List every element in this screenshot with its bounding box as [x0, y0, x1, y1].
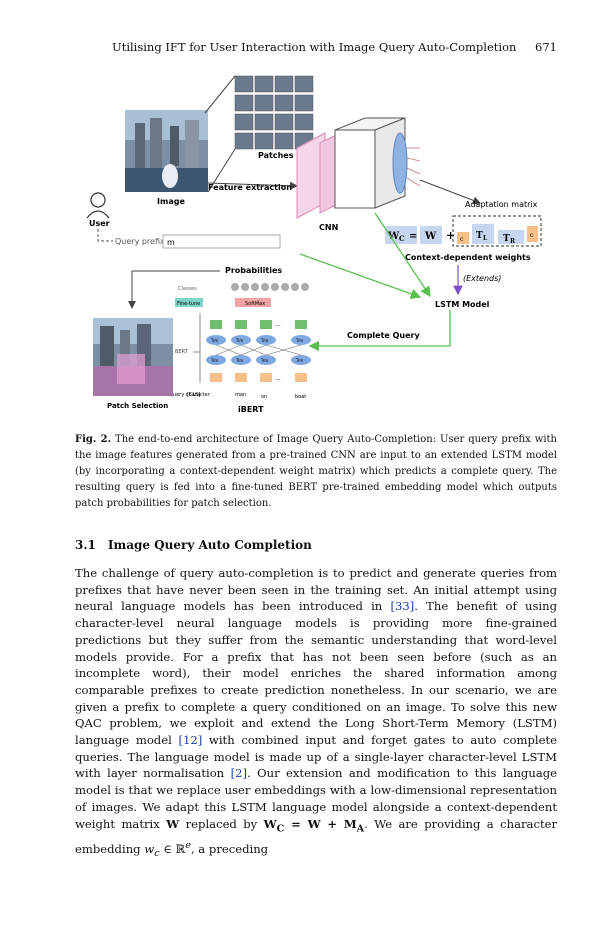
equals-sign: = — [409, 231, 417, 242]
symbol-e-sup: e — [185, 839, 191, 851]
wc-subscript: C — [399, 234, 405, 243]
softmax-label: SoftMax — [245, 301, 265, 307]
w-box — [420, 226, 442, 244]
complete-query-label: Complete Query — [347, 331, 421, 340]
context-dependent-label: Context-dependent weights — [405, 253, 531, 262]
trm-label-2: Trm — [235, 338, 243, 343]
classes-label: Classes — [178, 286, 197, 292]
image-label: Image — [157, 197, 185, 206]
token-cls: [CLS] — [187, 392, 200, 398]
ibert-label: iBERT — [238, 405, 264, 414]
token-man: man — [235, 392, 246, 398]
c-left-box — [457, 232, 469, 244]
plus-sign: + — [446, 229, 455, 242]
w-symbol: W — [424, 231, 437, 242]
tr-symbol: T — [503, 234, 510, 244]
citation-12[interactable]: [12] — [178, 733, 203, 748]
query-character-label: Query character — [169, 392, 211, 398]
trm-label-1: Trm — [210, 338, 218, 343]
patch-selection-label: Patch Selection — [107, 402, 168, 410]
query-prefix-value: m — [167, 238, 175, 247]
body-text-3: with combined input and forget gates to … — [75, 733, 557, 781]
trm-label-8: Trm — [295, 358, 303, 363]
body-text-1: The challenge of query auto-completion i… — [75, 566, 557, 614]
adaptation-matrix-box — [452, 215, 542, 247]
caption-label: Fig. 2. — [75, 434, 112, 445]
input-image — [125, 110, 208, 192]
cnn-label: CNN — [319, 223, 338, 232]
running-header: Utilising IFT for User Interaction with … — [112, 40, 557, 54]
page-number: 671 — [535, 40, 557, 54]
body-text-6: . We are providing a character embedding — [75, 816, 558, 856]
running-title: Utilising IFT for User Interaction with … — [112, 40, 517, 54]
tl-symbol: T — [476, 231, 483, 241]
trm-label-4: Trm — [295, 338, 303, 343]
symbol-eq: = W + M — [284, 816, 357, 831]
tr-subscript: R — [510, 238, 516, 245]
probabilities-label: Probabilities — [225, 266, 282, 275]
bert-block: Classes Fine-tune SoftMax BERT Trm Trm T… — [175, 283, 311, 383]
patch-selection-image — [93, 318, 173, 396]
query-prefix-label: Query prefix: — [115, 237, 167, 246]
query-prefix-field — [162, 234, 281, 249]
trm-label-3: Trm — [260, 338, 268, 343]
trm-label-6: Trm — [235, 358, 243, 363]
trm-label-7: Trm — [260, 358, 268, 363]
token-boat: boat — [295, 394, 306, 400]
body-text-7: , a preceding — [190, 841, 269, 856]
symbol-wc-italic: w — [144, 841, 155, 856]
lstm-model-label: LSTM Model — [435, 300, 490, 309]
feature-extraction-label: Feature extraction — [208, 183, 292, 192]
symbol-wc-italic-sub: c — [154, 847, 160, 859]
tl-box — [472, 224, 494, 244]
token-on: on — [261, 394, 267, 400]
symbol-w: W — [166, 816, 180, 831]
wc-symbol: W — [387, 231, 400, 242]
ellipsis-bottom: ... — [275, 375, 281, 382]
symbol-wc: W — [263, 816, 277, 831]
body-text-5: replaced by — [179, 816, 264, 831]
body-text-2: . The benefit of using character-level n… — [75, 599, 557, 748]
ellipsis-top: ... — [275, 321, 281, 328]
c-left-label: c — [460, 236, 464, 243]
c-right-label: c — [530, 232, 534, 239]
bert-side-label: BERT — [175, 349, 189, 355]
body-paragraph: The challenge of query auto-completion i… — [75, 565, 557, 862]
tl-subscript: L — [483, 235, 488, 242]
user-label: User — [89, 219, 110, 228]
trm-label-5: Trm — [210, 358, 218, 363]
adaptation-matrix-label: Adaptation matrix — [465, 200, 538, 209]
cnn-block — [296, 117, 421, 219]
user-icon — [86, 192, 110, 219]
figure-caption: Fig. 2. The end-to-end architecture of I… — [75, 432, 557, 512]
architecture-figure: Image Patches Feature extraction CNN Ada… — [86, 75, 542, 414]
extends-label: (Extends) — [463, 274, 501, 283]
section-number: 3.1 — [75, 538, 96, 552]
patches-label: Patches — [258, 151, 294, 160]
section-heading: 3.1 Image Query Auto Completion — [75, 538, 312, 552]
caption-text: The end-to-end architecture of Image Que… — [75, 434, 557, 509]
c-right-box — [527, 226, 538, 242]
citation-2[interactable]: [2] — [230, 766, 247, 781]
tr-box — [498, 230, 524, 244]
citation-33[interactable]: [33] — [390, 599, 415, 614]
section-title: Image Query Auto Completion — [107, 538, 312, 552]
patches-grid — [234, 75, 314, 150]
body-text-4: . Our extension and modification to this… — [75, 766, 558, 831]
symbol-wc-sub: C — [276, 822, 285, 834]
symbol-ma-sub: A — [356, 822, 365, 834]
fine-tune-label: Fine-tune — [177, 301, 200, 307]
symbol-in: ∈ ℝ — [159, 841, 186, 856]
